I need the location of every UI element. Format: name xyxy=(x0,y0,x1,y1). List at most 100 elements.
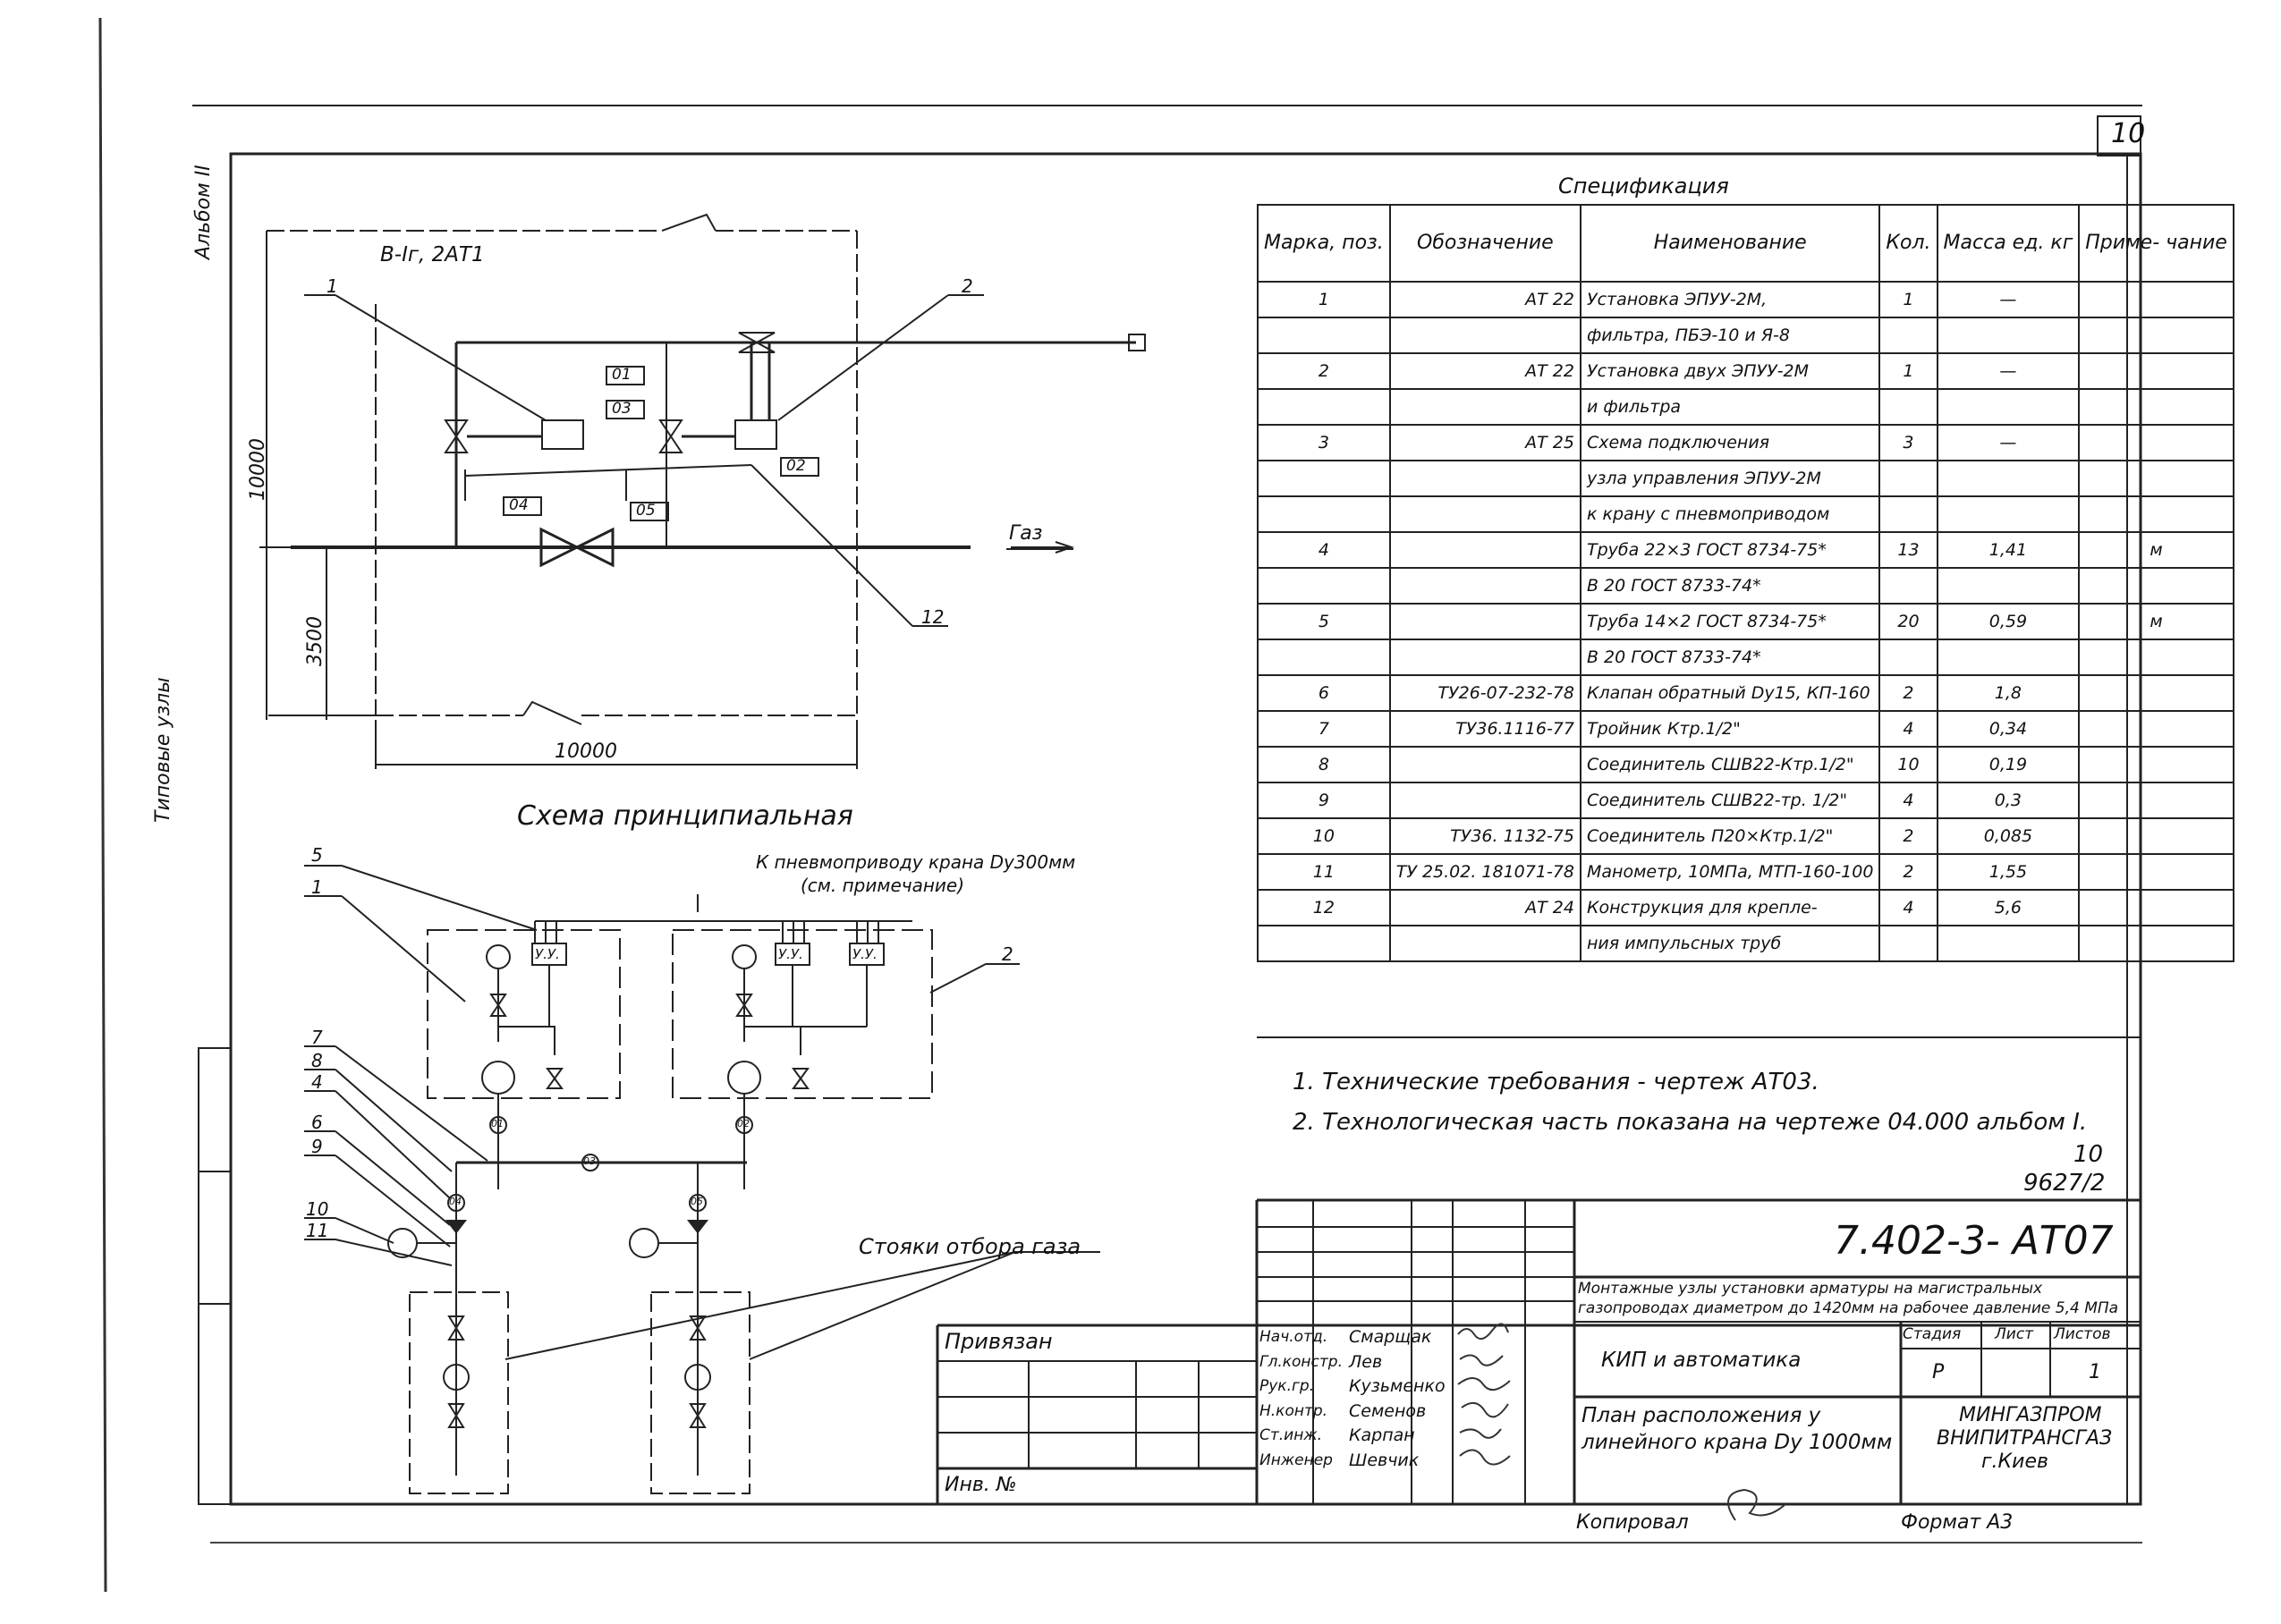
spec-cell-mass xyxy=(1936,495,2081,533)
spec-row: ния импульсных труб xyxy=(1257,925,2234,962)
scheme-callout-2: 2 xyxy=(1002,943,1013,965)
spec-cell-mass: 1,41 xyxy=(1936,531,2081,569)
spec-cell-mass: 1,55 xyxy=(1936,853,2081,891)
spec-cell-note: м xyxy=(2078,531,2234,569)
spec-cell-mark: 1 xyxy=(1257,281,1391,318)
spec-cell-des xyxy=(1388,782,1581,819)
spec-cell-des: АТ 22 xyxy=(1388,281,1581,318)
spec-cell-note xyxy=(2078,281,2234,318)
spec-cell-name: узла управления ЭПУУ-2М xyxy=(1579,460,1881,497)
spec-cell-mark: 4 xyxy=(1257,531,1391,569)
spec-cell-note xyxy=(2078,925,2234,962)
scheme-callout-8: 8 xyxy=(311,1050,323,1071)
spec-cell-qty xyxy=(1878,460,1938,497)
spec-row: к крану с пневмоприводом xyxy=(1257,495,2234,533)
spec-cell-mass: 0,3 xyxy=(1936,782,2081,819)
spec-cell-note: м xyxy=(2078,603,2234,640)
spec-cell-name: В 20 ГОСТ 8733-74* xyxy=(1579,639,1881,676)
name-5: Карпан xyxy=(1349,1425,1415,1445)
spec-cell-mass: 0,19 xyxy=(1936,746,2081,783)
spec-cell-note xyxy=(2078,352,2234,390)
spec-cell-name: Соединитель СШВ22-тр. 1/2" xyxy=(1579,782,1881,819)
sheets-value: 1 xyxy=(2089,1361,2101,1383)
plan-dim-vertical-small: 3500 xyxy=(304,616,326,666)
spec-cell-name: Конструкция для крепле- xyxy=(1579,889,1881,926)
spec-cell-mass xyxy=(1936,925,2081,962)
plan-gas-label: Газ xyxy=(1009,522,1043,545)
page-ref-num: 10 xyxy=(2073,1141,2104,1168)
page-ref-code: 9627/2 xyxy=(2023,1170,2106,1197)
scheme-callout-6: 6 xyxy=(311,1112,323,1133)
scheme-stands-label: Стояки отбора газа xyxy=(859,1234,1081,1259)
spec-cell-note xyxy=(2078,710,2234,748)
spec-cell-mark: 10 xyxy=(1257,817,1391,855)
spec-cell-note xyxy=(2078,853,2234,891)
scheme-node-05: 05 xyxy=(691,1196,703,1207)
side-label-nodes: Типовые узлы xyxy=(152,677,174,823)
spec-cell-qty: 4 xyxy=(1878,889,1938,926)
spec-cell-mark: 5 xyxy=(1257,603,1391,640)
spec-cell-qty: 20 xyxy=(1878,603,1938,640)
spec-cell-name: Соединитель П20×Ктр.1/2" xyxy=(1579,817,1881,855)
name-3: Кузьменко xyxy=(1349,1376,1446,1396)
spec-cell-name: к крану с пневмоприводом xyxy=(1579,495,1881,533)
signatures xyxy=(1457,1323,1786,1521)
spec-cell-qty: 2 xyxy=(1878,853,1938,891)
scheme-callout-9: 9 xyxy=(311,1136,323,1157)
spec-row: фильтра, ПБЭ-10 и Я-8 xyxy=(1257,317,2234,354)
spec-title: Спецификация xyxy=(1558,173,1729,199)
org-line-1: МИНГАЗПРОМ xyxy=(1959,1404,2102,1426)
spec-cell-des xyxy=(1388,746,1581,783)
spec-cell-qty: 3 xyxy=(1878,424,1938,461)
spec-cell-qty xyxy=(1878,495,1938,533)
plan-callout-12: 12 xyxy=(921,606,945,628)
spec-cell-des: АТ 22 xyxy=(1388,352,1581,390)
plan-box-02: 02 xyxy=(786,457,806,475)
spec-cell-des xyxy=(1388,388,1581,426)
inv-label: Инв. № xyxy=(945,1474,1017,1496)
spec-cell-name: Установка двух ЭПУУ-2М xyxy=(1579,352,1881,390)
sheet-label: Лист xyxy=(1995,1325,2034,1343)
spec-cell-mark: 2 xyxy=(1257,352,1391,390)
spec-cell-qty: 1 xyxy=(1878,281,1938,318)
spec-cell-qty xyxy=(1878,567,1938,605)
spec-cell-mass: — xyxy=(1936,424,2081,461)
org-line-2: ВНИПИТРАНСГАЗ xyxy=(1937,1427,2113,1450)
spec-header-mark: Марка, поз. xyxy=(1257,204,1391,283)
scheme-node-01: 01 xyxy=(491,1118,504,1129)
spec-cell-mark: 3 xyxy=(1257,424,1391,461)
spec-cell-name: и фильтра xyxy=(1579,388,1881,426)
spec-cell-name: Тройник Ктр.1/2" xyxy=(1579,710,1881,748)
copied-label: Копировал xyxy=(1576,1511,1689,1534)
spec-cell-des: ТУ26-07-232-78 xyxy=(1388,674,1581,712)
spec-row: узла управления ЭПУУ-2М xyxy=(1257,460,2234,497)
spec-cell-mass: 0,59 xyxy=(1936,603,2081,640)
spec-cell-mark xyxy=(1257,925,1391,962)
plan-callout-2: 2 xyxy=(962,275,973,297)
role-3: Рук.гр. xyxy=(1259,1377,1315,1395)
scheme-callout-5: 5 xyxy=(311,844,323,866)
section-name: КИП и автоматика xyxy=(1601,1349,1802,1372)
spec-cell-mass xyxy=(1936,460,2081,497)
spec-cell-name: Труба 22×3 ГОСТ 8734-75* xyxy=(1579,531,1881,569)
name-2: Лев xyxy=(1349,1351,1383,1372)
doc-description: Монтажные узлы установки арматуры на маг… xyxy=(1578,1280,2119,1317)
spec-cell-name: ния импульсных труб xyxy=(1579,925,1881,962)
spec-cell-mark: 6 xyxy=(1257,674,1391,712)
plan-box-01: 01 xyxy=(612,366,632,384)
names-column: Смарщак Лев Кузьменко Семенов Карпан Шев… xyxy=(1349,1325,1446,1473)
spec-cell-qty: 4 xyxy=(1878,710,1938,748)
spec-cell-qty: 4 xyxy=(1878,782,1938,819)
spec-cell-mass xyxy=(1936,317,2081,354)
spec-cell-note xyxy=(2078,782,2234,819)
scheme-node-04: 04 xyxy=(449,1196,462,1207)
spec-cell-name: Соединитель СШВ22-Ктр.1/2" xyxy=(1579,746,1881,783)
spec-cell-qty: 13 xyxy=(1878,531,1938,569)
